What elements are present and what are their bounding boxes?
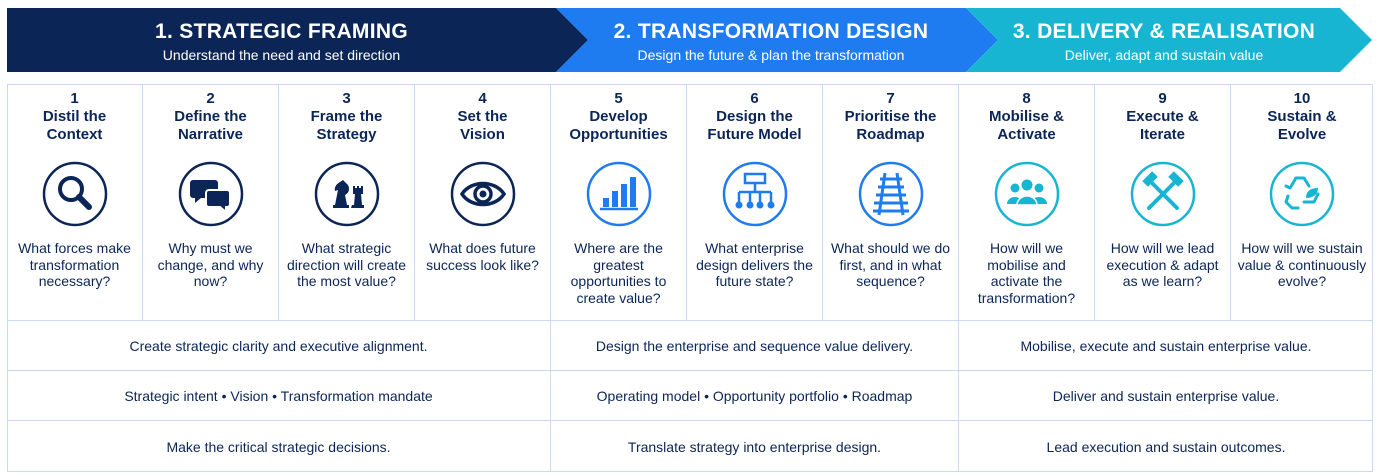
step-question: What enterprise design delivers the futu… (696, 240, 813, 289)
phase-2-objective: Design the enterprise and sequence value… (551, 320, 959, 370)
phase-1-decisions: Make the critical strategic decisions. (7, 420, 551, 472)
step-question: What strategic direction will create the… (286, 240, 407, 289)
phase-3-arrow (966, 8, 1372, 72)
step-8: 8 Mobilise &Activate How will we mobilis… (959, 84, 1095, 320)
step-title: Execute &Iterate (1126, 108, 1199, 143)
phase-1-objective: Create strategic clarity and executive a… (7, 320, 551, 370)
step-number: 9 (1158, 90, 1167, 107)
phase-3-title: 3. DELIVERY & REALISATION (1012, 20, 1316, 43)
phase-banner (7, 8, 1372, 72)
phase-2-decisions: Translate strategy into enterprise desig… (551, 420, 959, 472)
eye-icon (449, 160, 517, 228)
step-number: 4 (478, 90, 487, 107)
step-question: How will we lead execution & adapt as we… (1106, 240, 1219, 289)
chess-pieces-icon (313, 160, 381, 228)
phase-3-outputs: Deliver and sustain enterprise value. (959, 370, 1373, 420)
phase-1-subtitle: Understand the need and set direction (162, 47, 401, 63)
phase-2-label: 2. TRANSFORMATION DESIGN Design the futu… (576, 20, 966, 64)
step-9: 9 Execute &Iterate How will we lead exec… (1095, 84, 1231, 320)
step-10: 10 Sustain &Evolve How will we sustain v… (1231, 84, 1373, 320)
step-question: What forces make transformation necessar… (18, 240, 131, 289)
team-icon (993, 160, 1061, 228)
phase-2-outputs: Operating model • Opportunity portfolio … (551, 370, 959, 420)
step-question: How will we mobilise and activate the tr… (977, 240, 1076, 306)
phase-3-label: 3. DELIVERY & REALISATION Deliver, adapt… (986, 20, 1342, 64)
phase-3-objective: Mobilise, execute and sustain enterprise… (959, 320, 1373, 370)
railway-track-icon (857, 160, 925, 228)
step-number: 5 (614, 90, 623, 107)
step-number: 7 (886, 90, 895, 107)
step-question: What does future success look like? (426, 240, 539, 273)
step-number: 2 (206, 90, 215, 107)
step-number: 8 (1022, 90, 1031, 107)
step-question: How will we sustain value & continuously… (1237, 240, 1367, 289)
phase-2-arrow (556, 8, 998, 72)
step-title: Mobilise &Activate (988, 108, 1064, 143)
step-number: 3 (342, 90, 351, 107)
speech-bubbles-icon (177, 160, 245, 228)
step-number: 1 (70, 90, 79, 107)
phase-3-decisions: Lead execution and sustain outcomes. (959, 420, 1373, 472)
phase-1-outputs: Strategic intent • Vision • Transformati… (7, 370, 551, 420)
org-chart-icon (721, 160, 789, 228)
step-number: 6 (750, 90, 759, 107)
step-title: Sustain &Evolve (1267, 108, 1337, 143)
step-question: Why must we change, and why now? (157, 240, 264, 289)
phase-1-title: 1. STRATEGIC FRAMING (155, 20, 408, 43)
bar-chart-icon (585, 160, 653, 228)
magnifier-icon (41, 160, 109, 228)
phase-2-subtitle: Design the future & plan the transformat… (637, 47, 905, 63)
phase-2-title: 2. TRANSFORMATION DESIGN (613, 20, 929, 43)
hammers-icon (1129, 160, 1197, 228)
recycle-leaf-icon (1268, 160, 1336, 228)
phase-1-arrow (7, 8, 588, 72)
phase-3-subtitle: Deliver, adapt and sustain value (1064, 47, 1264, 63)
phase-1-label: 1. STRATEGIC FRAMING Understand the need… (7, 20, 556, 64)
step-question: Where are the greatest opportunities to … (570, 240, 667, 306)
step-question: What should we do first, and in what seq… (830, 240, 951, 289)
step-number: 10 (1293, 90, 1311, 107)
